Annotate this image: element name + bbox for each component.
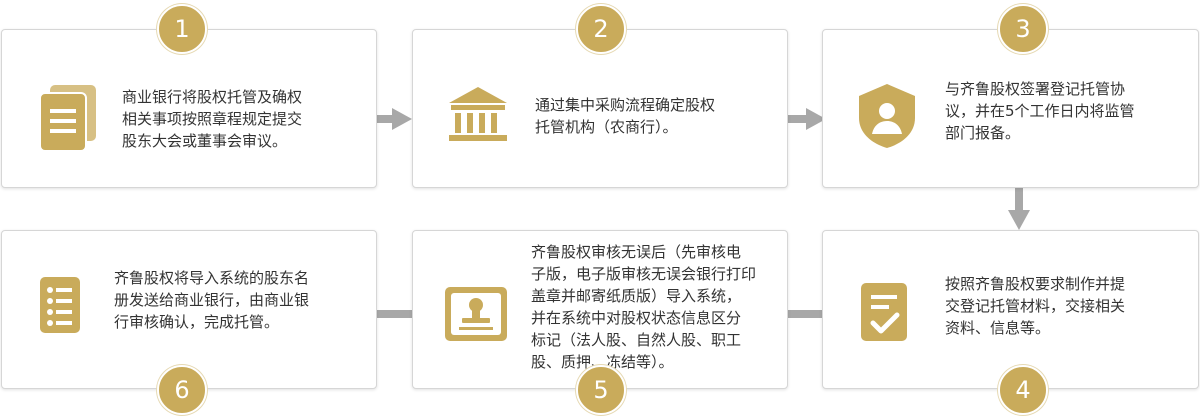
step-text-1: 商业银行将股权托管及确权 相关事项按照章程规定提交 股东大会或董事会审议。: [122, 88, 303, 150]
step-text-5: 齐鲁股权审核无误后（先审核电 子版，电子版审核无误会银行打印 盖章并邮寄纸质版）…: [531, 243, 757, 371]
step-card-5: 齐鲁股权审核无误后（先审核电 子版，电子版审核无误会银行打印 盖章并邮寄纸质版）…: [412, 230, 788, 389]
arrow-down-3-4: [1008, 174, 1030, 230]
step-text-3: 与齐鲁股权签署登记托管协 议，并在5个工作日内将监管 部门报备。: [945, 80, 1135, 142]
step-number-badge-2: 2: [576, 4, 626, 54]
step-card-3: 与齐鲁股权签署登记托管协 议，并在5个工作日内将监管 部门报备。: [822, 29, 1199, 188]
step-card-4: 按照齐鲁股权要求制作并提 交登记托管材料，交接相关 资料、信息等。: [822, 230, 1199, 389]
step-card-1: 商业银行将股权托管及确权 相关事项按照章程规定提交 股东大会或董事会审议。: [1, 29, 377, 188]
document-check-icon: [861, 283, 907, 341]
step-card-2: 通过集中采购流程确定股权 托管机构（农商行）。: [412, 29, 788, 188]
step-text-2: 通过集中采购流程确定股权 托管机构（农商行）。: [535, 96, 716, 136]
bank-building-icon: [449, 87, 507, 141]
step-text-6: 齐鲁股权将导入系统的股东名 册发送给商业银行，由商业银 行审核确认，完成托管。: [114, 269, 310, 331]
documents-icon: [40, 85, 96, 151]
step-card-6: 齐鲁股权将导入系统的股东名 册发送给商业银行，由商业银 行审核确认，完成托管。: [1, 230, 377, 389]
step-text-4: 按照齐鲁股权要求制作并提 交登记托管材料，交接相关 资料、信息等。: [945, 275, 1126, 337]
seal-stamp-icon: [445, 287, 507, 341]
step-number-badge-5: 5: [576, 365, 626, 415]
step-number-badge-1: 1: [157, 4, 207, 54]
step-number-badge-6: 6: [157, 365, 207, 415]
user-shield-icon: [859, 84, 915, 148]
step-number-badge-3: 3: [998, 4, 1048, 54]
step-number-badge-4: 4: [998, 365, 1048, 415]
checklist-icon: [40, 277, 80, 333]
